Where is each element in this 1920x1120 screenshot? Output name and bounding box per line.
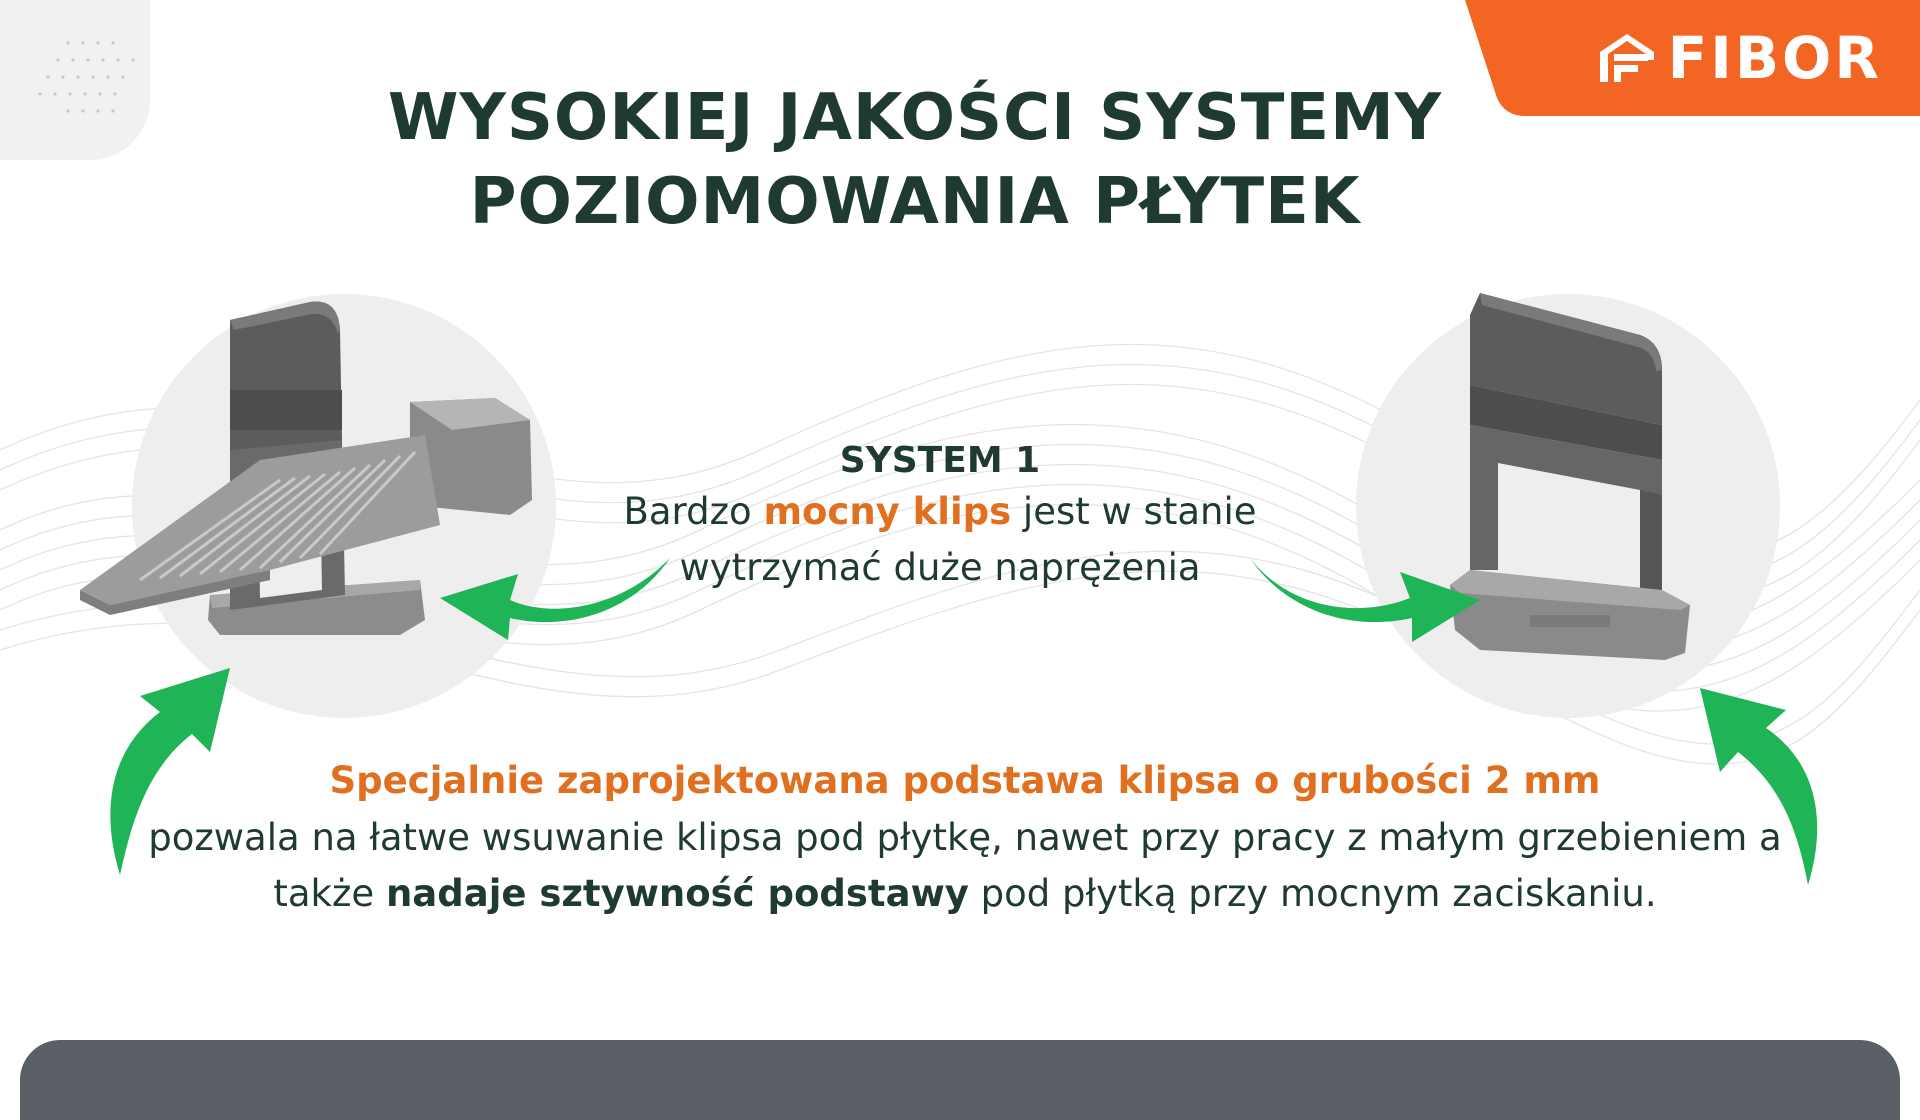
feature-text-line-1: pozwala na łatwe wsuwanie klipsa pod pły… xyxy=(148,816,1782,859)
text-fragment: także xyxy=(273,872,386,915)
system-text-line-2: wytrzymać duże naprężenia xyxy=(679,546,1201,589)
title-line-1: WYSOKIEJ JAKOŚCI SYSTEMY xyxy=(387,81,1443,155)
dot-grid-decoration xyxy=(38,41,135,113)
brand-logo: FIBOR xyxy=(1596,24,1882,92)
logo-banner xyxy=(1465,0,1920,116)
curved-arrow-icon xyxy=(110,668,230,875)
footer-bar xyxy=(20,1040,1900,1120)
feature-heading: Specjalnie zaprojektowana podstawa klips… xyxy=(329,759,1601,802)
feature-text-line-2: także nadaje sztywność podstawy pod płyt… xyxy=(120,866,1810,922)
curved-arrow-icon xyxy=(440,558,670,640)
text-fragment: pod płytką przy mocnym zaciskaniu. xyxy=(968,872,1657,915)
product-image-clip-with-wedge xyxy=(80,301,532,635)
page-title: WYSOKIEJ JAKOŚCI SYSTEMY POZIOMOWANIA PŁ… xyxy=(0,76,1830,244)
system-heading: SYSTEM 1 xyxy=(839,440,1041,481)
bold-text: nadaje sztywność podstawy xyxy=(385,872,969,915)
curved-arrow-icon xyxy=(1700,688,1818,885)
feature-description: Specjalnie zaprojektowana podstawa klips… xyxy=(120,752,1810,922)
logo-house-icon xyxy=(1599,34,1654,82)
text-fragment: Bardzo xyxy=(623,490,764,533)
text-fragment: jest w stanie xyxy=(1011,490,1257,533)
corner-decoration xyxy=(0,0,150,160)
highlight-text: mocny klips xyxy=(763,490,1012,533)
system-text-line-1: Bardzo mocny klips jest w stanie xyxy=(560,484,1320,540)
logo-wordmark: FIBOR xyxy=(1667,24,1882,92)
system-description: SYSTEM 1 Bardzo mocny klips jest w stani… xyxy=(560,438,1320,596)
curved-arrow-icon xyxy=(1250,558,1480,642)
product-image-clip xyxy=(1450,293,1690,660)
title-line-2: POZIOMOWANIA PŁYTEK xyxy=(469,165,1361,239)
